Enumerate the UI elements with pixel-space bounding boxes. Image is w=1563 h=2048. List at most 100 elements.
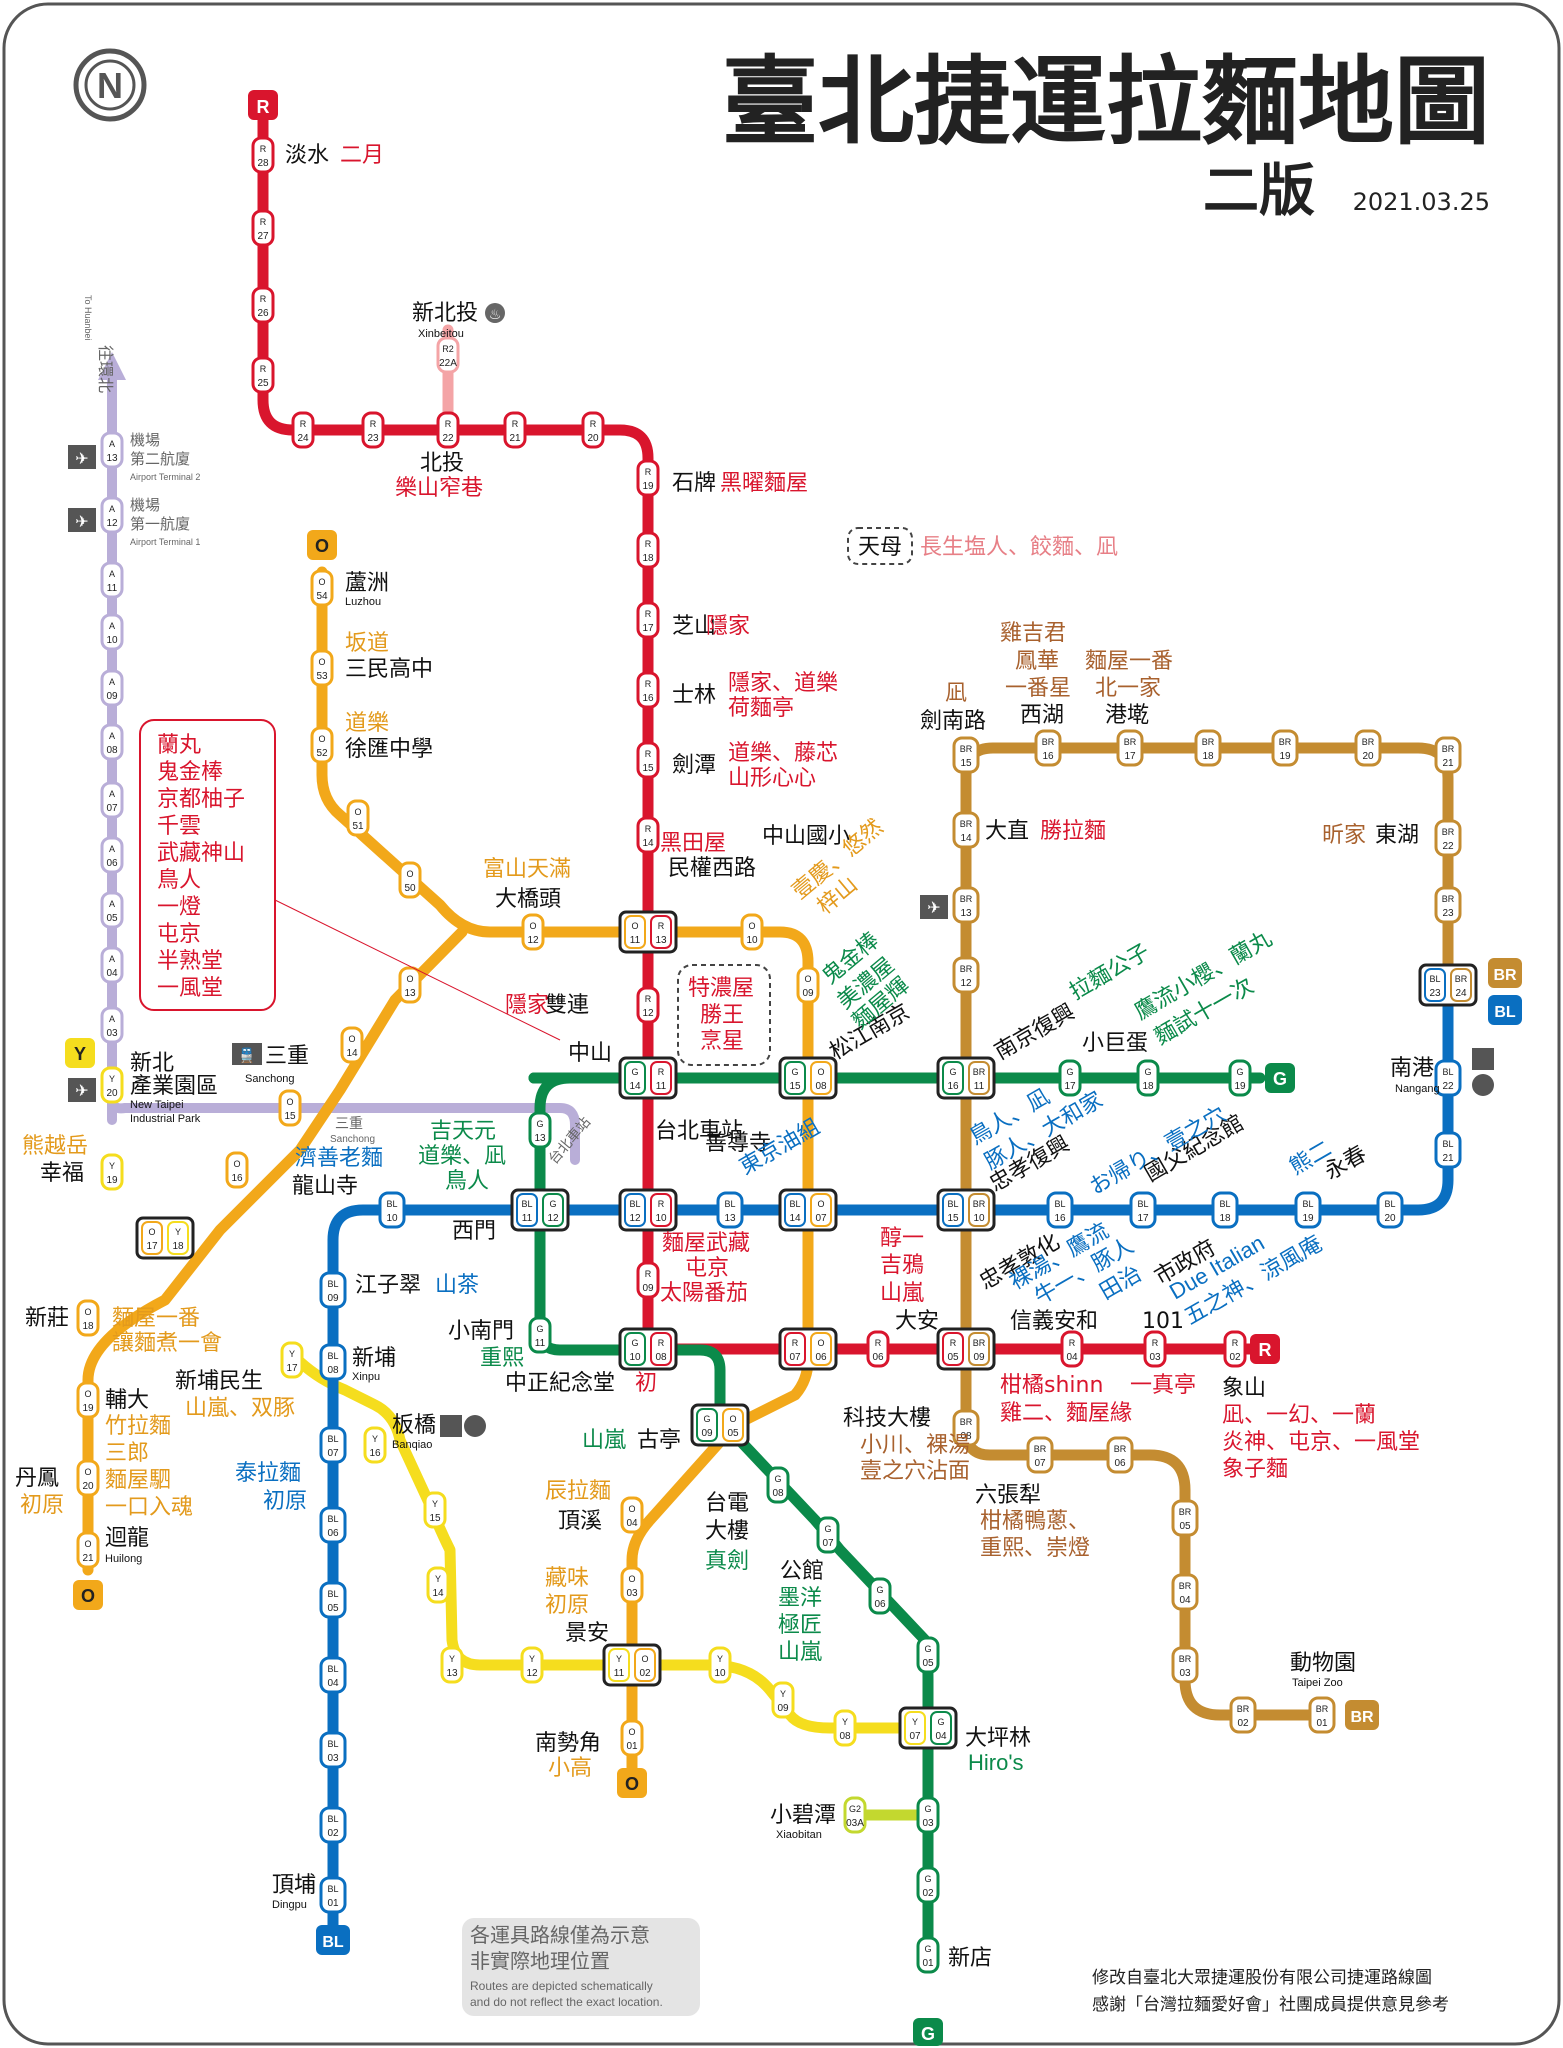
station-marker[interactable] — [319, 1506, 347, 1544]
station-marker[interactable] — [76, 1299, 100, 1337]
station-marker[interactable] — [833, 1709, 857, 1747]
station-marker[interactable] — [225, 1151, 249, 1189]
station-marker[interactable] — [916, 1636, 940, 1674]
station-marker[interactable] — [280, 1341, 304, 1379]
station-marker[interactable] — [319, 1426, 347, 1464]
station-marker[interactable] — [440, 1646, 464, 1684]
station-marker[interactable] — [251, 209, 275, 247]
station-marker[interactable] — [310, 569, 334, 607]
station-marker[interactable] — [1434, 819, 1462, 857]
station-marker[interactable] — [636, 1261, 660, 1299]
station-marker[interactable] — [1434, 1131, 1462, 1169]
station-marker[interactable] — [361, 411, 385, 449]
station-marker[interactable] — [916, 1796, 940, 1834]
station-marker[interactable] — [1034, 729, 1062, 767]
station-marker[interactable] — [100, 431, 124, 469]
station-marker[interactable] — [952, 811, 980, 849]
station-marker[interactable] — [1060, 1330, 1084, 1368]
station-marker[interactable] — [76, 1381, 100, 1419]
station-marker[interactable] — [319, 1731, 347, 1769]
station-marker[interactable] — [319, 1271, 347, 1309]
station-marker[interactable] — [796, 966, 820, 1004]
station-marker[interactable] — [100, 496, 124, 534]
station-marker[interactable] — [520, 1646, 544, 1684]
station-marker[interactable] — [1294, 1191, 1322, 1229]
station-marker[interactable] — [1171, 1646, 1199, 1684]
station-marker[interactable] — [1046, 1191, 1074, 1229]
station-marker[interactable] — [1376, 1191, 1404, 1229]
station-marker[interactable] — [291, 411, 315, 449]
station-marker[interactable] — [1434, 736, 1462, 774]
station-marker[interactable] — [916, 1866, 940, 1904]
station-marker[interactable] — [100, 836, 124, 874]
station-marker[interactable] — [436, 336, 460, 374]
station-marker[interactable] — [378, 1191, 406, 1229]
station-marker[interactable] — [100, 561, 124, 599]
station-marker[interactable] — [100, 723, 124, 761]
station-marker[interactable] — [100, 669, 124, 707]
station-marker[interactable] — [1223, 1330, 1247, 1368]
station-marker[interactable] — [319, 1581, 347, 1619]
station-marker[interactable] — [620, 1496, 644, 1534]
station-marker[interactable] — [1194, 729, 1222, 767]
station-marker[interactable] — [76, 1459, 100, 1497]
station-marker[interactable] — [251, 136, 275, 174]
station-marker[interactable] — [310, 649, 334, 687]
station-marker[interactable] — [319, 1656, 347, 1694]
station-marker[interactable] — [916, 1936, 940, 1974]
station-marker[interactable] — [771, 1681, 795, 1719]
station-marker[interactable] — [636, 671, 660, 709]
station-marker[interactable] — [319, 1876, 347, 1914]
station-marker[interactable] — [1143, 1330, 1167, 1368]
station-marker[interactable] — [100, 946, 124, 984]
station-marker[interactable] — [319, 1806, 347, 1844]
station-marker[interactable] — [636, 986, 660, 1024]
station-marker[interactable] — [100, 1006, 124, 1044]
station-marker[interactable] — [1271, 729, 1299, 767]
station-marker[interactable] — [1308, 1696, 1336, 1734]
station-marker[interactable] — [363, 1426, 387, 1464]
station-marker[interactable] — [952, 1409, 980, 1447]
station-marker[interactable] — [340, 1026, 364, 1064]
station-marker[interactable] — [1229, 1696, 1257, 1734]
station-marker[interactable] — [503, 411, 527, 449]
station-marker[interactable] — [346, 799, 370, 837]
station-marker[interactable] — [843, 1796, 867, 1834]
station-marker[interactable] — [636, 741, 660, 779]
station-marker[interactable] — [100, 1153, 124, 1191]
station-marker[interactable] — [319, 1343, 347, 1381]
station-marker[interactable] — [816, 1516, 840, 1554]
station-marker[interactable] — [708, 1646, 732, 1684]
station-marker[interactable] — [636, 816, 660, 854]
station-marker[interactable] — [740, 913, 764, 951]
station-marker[interactable] — [1434, 886, 1462, 924]
station-marker[interactable] — [1434, 1059, 1462, 1097]
station-marker[interactable] — [1171, 1573, 1199, 1611]
station-marker[interactable] — [1171, 1499, 1199, 1537]
station-marker[interactable] — [952, 886, 980, 924]
station-marker[interactable] — [866, 1330, 890, 1368]
station-marker[interactable] — [100, 613, 124, 651]
station-marker[interactable] — [1228, 1059, 1252, 1097]
station-marker[interactable] — [766, 1466, 790, 1504]
station-marker[interactable] — [620, 1566, 644, 1604]
station-marker[interactable] — [100, 781, 124, 819]
station-marker[interactable] — [528, 1111, 552, 1149]
station-marker[interactable] — [1026, 1436, 1054, 1474]
station-marker[interactable] — [636, 459, 660, 497]
station-marker[interactable] — [620, 1719, 644, 1757]
station-marker[interactable] — [278, 1089, 302, 1127]
station-marker[interactable] — [1354, 729, 1382, 767]
station-marker[interactable] — [1211, 1191, 1239, 1229]
station-marker[interactable] — [716, 1191, 744, 1229]
station-marker[interactable] — [521, 913, 545, 951]
station-marker[interactable] — [528, 1316, 552, 1354]
station-marker[interactable] — [251, 356, 275, 394]
station-marker[interactable] — [100, 1066, 124, 1104]
station-marker[interactable] — [1058, 1059, 1082, 1097]
station-marker[interactable] — [1136, 1059, 1160, 1097]
station-marker[interactable] — [423, 1491, 447, 1529]
station-marker[interactable] — [952, 736, 980, 774]
station-marker[interactable] — [636, 601, 660, 639]
station-marker[interactable] — [251, 286, 275, 324]
